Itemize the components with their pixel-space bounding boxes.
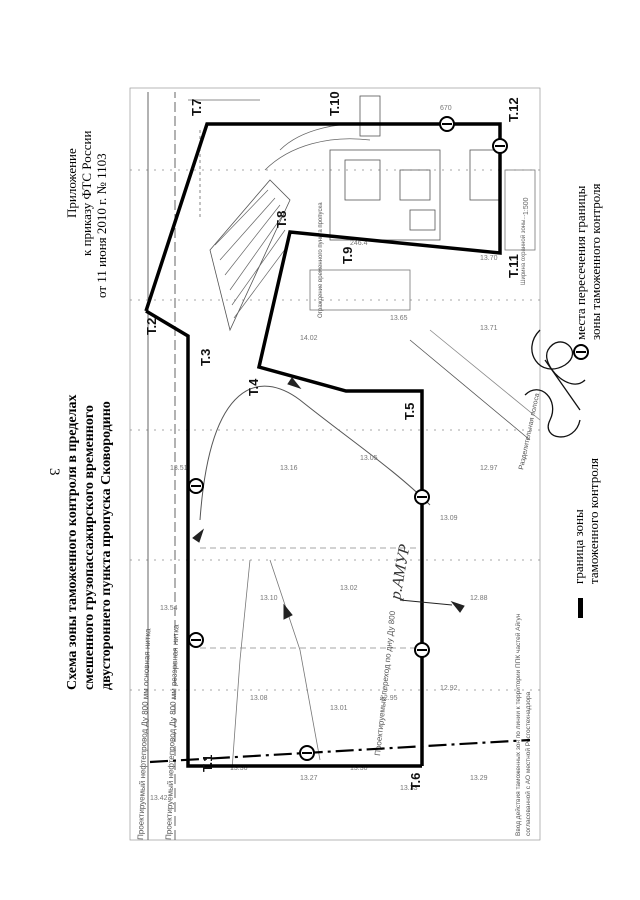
bottom-note-2: согласованной с АО местной Росгостехнадз… [524,691,532,836]
control-zone-boundary [144,122,502,768]
point-label-t11: Т.11 [506,254,521,278]
point-label-t7: Т.7 [189,99,204,116]
legend: граница зоны таможенного контроля места … [571,183,603,618]
crossing-marker-1 [439,116,455,132]
svg-text:246.4: 246.4 [350,240,368,247]
point-label-t1: Т.1 [200,755,215,772]
point-label-t4: Т.4 [246,378,261,396]
svg-text:13.71: 13.71 [480,325,498,332]
legend-crossing-label-2: зоны таможенного контроля [588,183,603,340]
svg-text:670: 670 [440,105,452,112]
svg-text:12.95: 12.95 [380,695,398,702]
svg-text:12.88: 12.88 [470,595,488,602]
svg-text:13.09: 13.09 [440,515,458,522]
svg-text:13.36: 13.36 [230,765,248,772]
svg-text:12.97: 12.97 [480,465,498,472]
bottom-pipe-label: Проектируемый переход по дну Ду 800 [373,610,397,756]
scale-label: 1:500 [523,197,530,215]
title-line-1: Схема зоны таможенного контроля в предел… [65,395,80,690]
crossing-marker-6 [414,642,430,658]
signature [524,329,586,438]
point-label-t12: Т.12 [506,97,521,122]
point-label-t10: Т.10 [327,91,342,116]
legend-border-label-1: граница зоны [571,509,586,584]
point-label-t6: Т.6 [408,773,423,790]
strip-label: Разделительная полоса [518,393,541,471]
svg-text:13.42: 13.42 [150,795,168,802]
crossing-marker-2 [492,138,508,154]
crossing-marker-5 [188,632,204,648]
svg-text:13.05: 13.05 [360,455,378,462]
point-label-t8: Т.8 [274,211,289,228]
temp-fence-label: Ограждение временного пункта пропуска [318,202,324,318]
svg-text:13.54: 13.54 [160,605,178,612]
legend-border-label-2: таможенного контроля [586,458,601,584]
svg-text:13.01: 13.01 [330,705,348,712]
svg-text:13.30: 13.30 [350,765,368,772]
point-label-t3: Т.3 [198,349,213,366]
pipeline-label-main: Проектируемый нефтепровод Ду 800 мм осно… [136,628,152,840]
svg-text:13.51: 13.51 [170,465,188,472]
crossing-marker-4 [414,489,430,505]
title-block: Схема зоны таможенного контроля в предел… [65,395,114,690]
river-label: р.АМУР [387,543,414,602]
svg-text:13.10: 13.10 [260,595,278,602]
svg-text:14.02: 14.02 [300,335,318,342]
appendix-line-3: от 11 июня 2010 г. № 1103 [94,153,109,298]
point-label-t2: Т.2 [144,318,159,335]
point-label-t5: Т.5 [402,403,417,420]
state-border-line [149,738,531,764]
route-arrows [192,377,465,620]
crossing-marker-3 [188,478,204,494]
appendix-line-2: к приказу ФТС России [79,130,94,256]
title-line-2: смешенного грузопассажирского временного [82,405,97,690]
svg-text:13.33: 13.33 [400,785,418,792]
svg-text:13.02: 13.02 [340,585,358,592]
svg-text:13.65: 13.65 [390,315,408,322]
crossing-markers [188,116,508,761]
point-labels: Т.1 Т.2 Т.3 Т.4 Т.5 Т.6 Т.7 Т.8 Т.9 Т.10… [144,91,521,790]
svg-text:13.27: 13.27 [300,775,318,782]
bottom-note-1: Ввод действия таможенных зон по линии к … [514,613,522,836]
legend-crossing-label-1: места пересечения границы [573,185,588,340]
svg-text:13.70: 13.70 [480,255,498,262]
svg-text:12.92: 12.92 [440,685,458,692]
pipeline-label-reserve: Проектируемый нефтепровод Ду 800 мм резе… [164,624,181,840]
map-background: 13.42 13.36 13.27 13.30 13.33 13.29 13.0… [129,87,541,841]
svg-text:13.16: 13.16 [280,465,298,472]
legend-crossing-icon [573,344,589,360]
legend-border-swatch [578,598,583,618]
svg-text:13.08: 13.08 [250,695,268,702]
point-label-t9: Т.9 [340,247,355,264]
side-note-label: Ширина охранной зоны... [520,214,527,285]
title-line-3: двустороннего пункта пропуска Сковородин… [99,401,114,690]
svg-text:13.29: 13.29 [470,775,488,782]
appendix-block: Приложение к приказу ФТС России от 11 ию… [64,130,109,298]
crossing-marker-7 [299,745,315,761]
page-number: 3 [46,468,62,476]
appendix-line-1: Приложение [64,148,79,218]
